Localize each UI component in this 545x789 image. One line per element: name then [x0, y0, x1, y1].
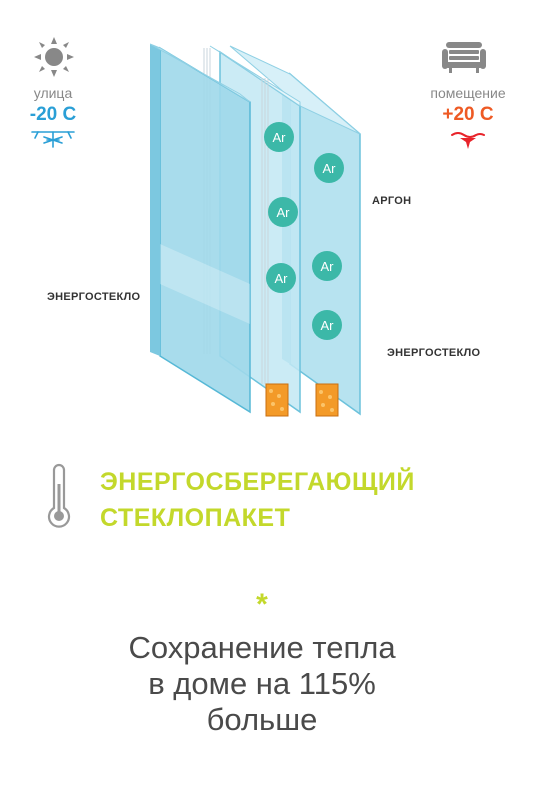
argon-bubbles: Ar Ar Ar Ar Ar Ar — [264, 122, 344, 340]
svg-text:Ar: Ar — [321, 318, 335, 333]
glass-unit-diagram: Ar Ar Ar Ar Ar Ar — [150, 43, 361, 417]
argon-bubble: Ar — [314, 153, 344, 183]
svg-text:Ar: Ar — [273, 130, 287, 145]
asterisk-mark: * — [256, 588, 268, 621]
thermometer-icon — [47, 463, 71, 528]
callout-glass-right: ЭНЕРГОСТЕКЛО — [387, 347, 481, 359]
headline-line-1: ЭНЕРГОСБЕРЕГАЮЩИЙ — [100, 468, 415, 496]
glass-pane-outer — [150, 43, 251, 414]
svg-text:Ar: Ar — [323, 161, 337, 176]
inside-label: помещение — [430, 85, 506, 101]
description-line-3: больше — [206, 702, 318, 737]
heat-wave-icon — [451, 132, 485, 149]
desiccant-spacer — [265, 383, 339, 417]
headline: ЭНЕРГОСБЕРЕГАЮЩИЙ СТЕКЛОПАКЕТ — [100, 464, 415, 536]
svg-text:Ar: Ar — [277, 205, 291, 220]
argon-bubble: Ar — [264, 122, 294, 152]
argon-bubble: Ar — [312, 251, 342, 281]
description: Сохранение тепла в доме на 115% больше — [0, 630, 524, 738]
argon-bubble: Ar — [312, 310, 342, 340]
svg-text:Ar: Ar — [321, 259, 335, 274]
outside-label: улица — [33, 85, 73, 101]
argon-bubble: Ar — [266, 263, 296, 293]
sofa-icon — [442, 42, 486, 73]
outside-temperature: -20 C — [29, 104, 77, 125]
callout-glass-left: ЭНЕРГОСТЕКЛО — [47, 291, 141, 303]
argon-bubble: Ar — [268, 197, 298, 227]
headline-line-2: СТЕКЛОПАКЕТ — [100, 504, 291, 532]
inside-temperature: +20 C — [442, 104, 494, 125]
description-line-2: в доме на 115% — [148, 666, 376, 701]
snowflake-icon — [31, 131, 75, 148]
sun-icon — [34, 37, 74, 77]
svg-text:Ar: Ar — [275, 271, 289, 286]
callout-argon: АРГОН — [372, 195, 412, 207]
description-line-1: Сохранение тепла — [128, 630, 396, 665]
